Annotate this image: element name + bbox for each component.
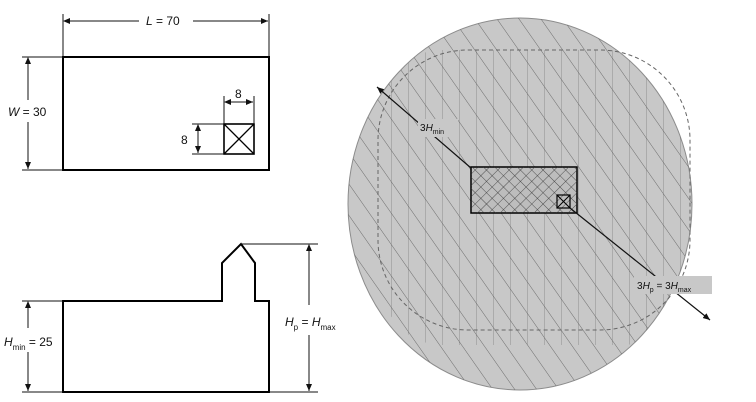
outer-radius-label-bg bbox=[634, 276, 712, 294]
elevation-view: Hmin = 25 Hp = Hmax bbox=[4, 242, 336, 393]
outer-radius-arrow bbox=[569, 207, 711, 321]
zone-building-hatch bbox=[471, 167, 577, 213]
outer-radius-label: 3Hp = 3Hmax bbox=[637, 281, 692, 294]
zone-tower-cross-b bbox=[556, 194, 571, 209]
inner-radius-label-bg bbox=[418, 119, 458, 137]
tower-square bbox=[223, 123, 255, 155]
tower-cross-b bbox=[223, 123, 255, 155]
sq-height-label: 8 bbox=[181, 133, 188, 147]
length-label: L = 70 bbox=[146, 14, 180, 28]
zone-tower bbox=[556, 194, 571, 209]
inner-zone-boundary bbox=[377, 49, 691, 331]
building-footprint bbox=[62, 56, 270, 171]
hmin-label: Hmin = 25 bbox=[4, 335, 53, 352]
sq-width-label: 8 bbox=[235, 87, 242, 101]
plan-view: L = 70 W = 30 8 8 bbox=[8, 14, 270, 171]
building-elevation bbox=[62, 242, 270, 393]
width-label: W = 30 bbox=[8, 105, 47, 119]
hp-label: Hp = Hmax bbox=[285, 315, 336, 332]
zone-diagram: 3Hmin 3Hp = 3Hmax bbox=[347, 17, 712, 391]
inner-radius-label: 3Hmin bbox=[420, 123, 444, 136]
